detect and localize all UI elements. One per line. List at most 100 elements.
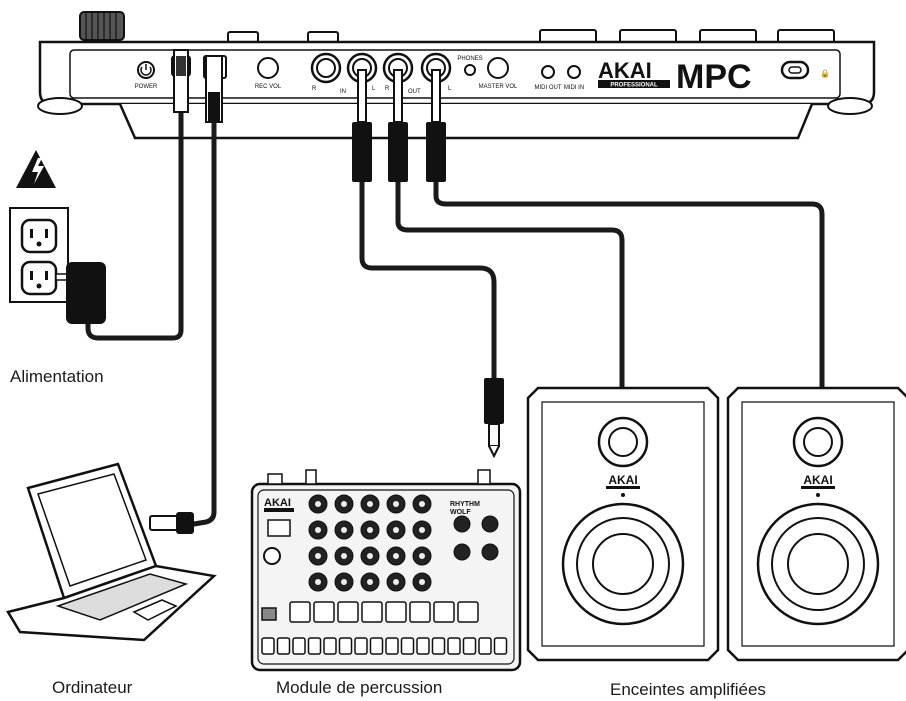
label-power: Alimentation bbox=[10, 367, 104, 386]
port-label-midi-out: MIDI OUT bbox=[535, 85, 562, 91]
speaker-brand: AKAI bbox=[608, 473, 637, 487]
drum-step-button bbox=[493, 637, 508, 655]
drum-step-button bbox=[416, 637, 430, 655]
drum-knob-dot bbox=[419, 527, 425, 533]
drum-knob-dot bbox=[419, 501, 425, 507]
drum-module-display bbox=[267, 519, 291, 537]
master-vol-knob[interactable] bbox=[487, 57, 509, 79]
drum-knob-dot bbox=[341, 501, 347, 507]
foot-right bbox=[827, 97, 873, 115]
drum-step-button bbox=[276, 637, 291, 655]
drum-step-button bbox=[447, 637, 461, 655]
drum-step-button bbox=[323, 637, 337, 655]
drum-knob-dot bbox=[367, 579, 373, 585]
laptop-screen bbox=[37, 473, 147, 587]
drum-knob-dot bbox=[315, 579, 321, 585]
drum-pad bbox=[385, 601, 407, 623]
speaker-left: AKAI bbox=[526, 386, 720, 662]
mpc-brand-sub: PROFESSIONAL bbox=[610, 83, 658, 89]
drum-module-name-1: RHYTHM bbox=[450, 501, 480, 508]
drum-module-brand: AKAI bbox=[264, 497, 291, 509]
port-label-power: POWER bbox=[135, 84, 158, 90]
drum-step-button bbox=[478, 637, 492, 655]
phones-jack bbox=[464, 64, 476, 76]
drum-knob-dot bbox=[341, 579, 347, 585]
outlet-bottom bbox=[20, 260, 58, 296]
label-drum-module: Module de percussion bbox=[276, 678, 442, 697]
drum-knob bbox=[453, 515, 471, 533]
cable-to-right-speaker bbox=[433, 180, 825, 390]
drum-step-button bbox=[369, 637, 384, 655]
mpc-brand-sub-bar bbox=[598, 80, 670, 88]
label-speakers: Enceintes amplifiées bbox=[610, 680, 766, 699]
speakers: AKAI AKAI bbox=[526, 386, 906, 662]
input-jacks bbox=[310, 52, 378, 84]
drum-knob bbox=[481, 543, 499, 561]
top-tabs bbox=[227, 29, 835, 45]
power-adapter bbox=[66, 262, 106, 324]
drum-knob bbox=[481, 515, 499, 533]
top-knob bbox=[79, 11, 125, 41]
port-label-rec-vol: REC VOL bbox=[255, 84, 282, 90]
drum-step-button bbox=[354, 637, 368, 655]
port-label-master-vol: MASTER VOL bbox=[479, 84, 518, 90]
port-label-midi-in: MIDI IN bbox=[564, 85, 584, 91]
port-label-out-l: L bbox=[448, 86, 452, 92]
cable-to-left-speaker bbox=[395, 180, 625, 390]
drum-step-button bbox=[385, 637, 399, 655]
power-icon bbox=[140, 66, 152, 76]
drum-knob-dot bbox=[393, 579, 399, 585]
drum-knob-dot bbox=[341, 527, 347, 533]
foot-left bbox=[37, 97, 83, 115]
midi-out-port bbox=[541, 65, 555, 79]
drum-pad bbox=[433, 601, 455, 623]
usb-plug bbox=[149, 515, 181, 531]
port-label-out: OUT bbox=[408, 89, 421, 95]
drum-step-button bbox=[338, 637, 353, 655]
speaker-right: AKAI bbox=[726, 386, 906, 662]
drum-knob bbox=[453, 543, 471, 561]
drum-knob-dot bbox=[315, 527, 321, 533]
drum-step-button bbox=[431, 637, 446, 655]
plugs bbox=[173, 49, 504, 459]
drum-module: AKAI RHYTHM WOLF bbox=[250, 469, 522, 672]
drum-knob-dot bbox=[315, 553, 321, 559]
mpc-model-logo: MPC bbox=[676, 58, 752, 96]
lock-icon: 🔒 bbox=[820, 69, 830, 78]
drum-knob-dot bbox=[367, 501, 373, 507]
port-label-in: IN bbox=[340, 89, 346, 95]
mpc-device: POWER REC VOL R IN L R OUT L PHONES bbox=[37, 11, 876, 140]
cables bbox=[85, 78, 825, 529]
usb-cable bbox=[181, 120, 217, 529]
mpc-panel bbox=[69, 49, 841, 99]
drum-module-main-knob bbox=[263, 547, 281, 565]
drum-knob-dot bbox=[419, 553, 425, 559]
drum-step-button bbox=[261, 637, 275, 655]
drum-knob-dot bbox=[367, 527, 373, 533]
laptop-keyboard bbox=[55, 573, 189, 621]
drum-knob-dot bbox=[393, 501, 399, 507]
drum-knob-dot bbox=[419, 579, 425, 585]
label-computer: Ordinateur bbox=[52, 678, 133, 697]
drum-pad bbox=[409, 601, 431, 623]
drum-pad bbox=[361, 601, 383, 623]
power-outlet-group bbox=[9, 150, 106, 324]
drum-knob-dot bbox=[393, 527, 399, 533]
mpc-brand-logo: AKAI bbox=[598, 58, 652, 83]
drum-pad-row bbox=[289, 601, 479, 623]
outlet-top bbox=[20, 218, 58, 254]
rec-vol-knob[interactable] bbox=[257, 57, 279, 79]
drum-step-button bbox=[462, 637, 477, 655]
drum-module-name-2: WOLF bbox=[450, 509, 471, 516]
drum-knob-dot bbox=[315, 501, 321, 507]
cable-to-drum-module bbox=[359, 180, 497, 380]
drum-step-button bbox=[307, 637, 322, 655]
drum-step-row bbox=[261, 637, 508, 655]
drum-pad bbox=[313, 601, 335, 623]
drum-knob-dot bbox=[341, 553, 347, 559]
drum-step-button bbox=[292, 637, 306, 655]
speaker-brand: AKAI bbox=[803, 473, 832, 487]
port-label-in-r: R bbox=[312, 86, 317, 92]
laptop-trackpad bbox=[132, 599, 178, 621]
